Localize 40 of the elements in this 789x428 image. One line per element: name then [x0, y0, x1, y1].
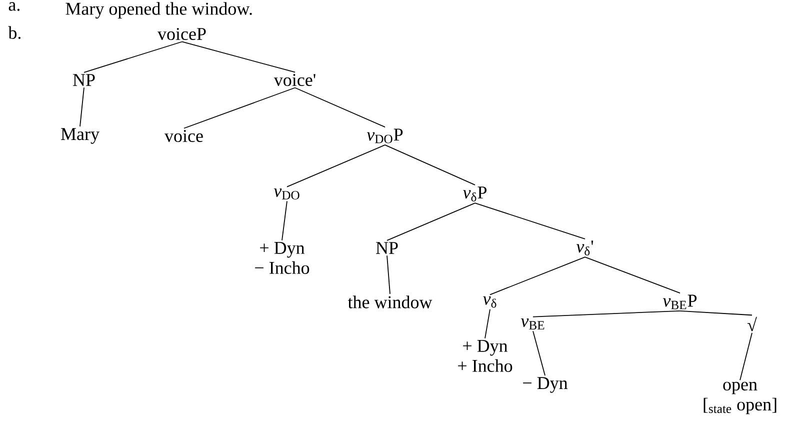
tree-branch [532, 310, 680, 318]
tree-branch [80, 87, 84, 127]
terminal-label: the window [348, 296, 432, 308]
tree-node-label: v$_{BE}$ [520, 318, 544, 330]
tree-node-label: NP [73, 74, 95, 86]
feature-bundle: + Dyn + Incho [458, 340, 512, 372]
tree-node-label: v$_{δ}$' [576, 240, 594, 256]
tree-branch [182, 41, 296, 73]
example-sentence: Mary opened the window. [66, 2, 252, 19]
tree-branch [84, 41, 182, 73]
tree-node-label: NP [376, 242, 398, 254]
tree-branch [740, 332, 752, 381]
tree-node-label: v$_{DO}$ [274, 188, 300, 200]
tree-branch [386, 202, 476, 241]
tree-branch [282, 200, 288, 241]
tree-branch [474, 202, 586, 240]
tree-node-label: v$_{δ}$P [463, 186, 486, 202]
example-letter: b. [8, 26, 20, 39]
tree-node-label: voice' [274, 74, 316, 86]
tree-branch [384, 144, 476, 186]
tree-node-label: v$_{δ}$ [483, 296, 496, 308]
tree-branch [386, 255, 390, 294]
tree-branch [532, 330, 546, 376]
terminal-label: voice [164, 130, 203, 142]
example-letter: a. [8, 2, 20, 11]
tree-node-label: v$_{DO}$P [366, 128, 403, 144]
tree-node-label: voiceP [158, 28, 206, 40]
tree-branch [294, 87, 386, 128]
tree-branch [184, 87, 296, 129]
tree-branch [484, 308, 490, 339]
tree-node-label: √ [748, 316, 757, 332]
tree-branch [490, 256, 586, 296]
tree-branch [680, 310, 752, 316]
feature-bundle: − Dyn [523, 377, 568, 393]
tree-branch [584, 256, 680, 294]
terminal-label: open [$_{state}$ open] [704, 382, 776, 414]
tree-node-label: v$_{BE}$P [662, 294, 697, 310]
tree-branch [286, 144, 386, 188]
terminal-label: Mary [61, 128, 100, 144]
feature-bundle: + Dyn − Incho [255, 242, 310, 274]
